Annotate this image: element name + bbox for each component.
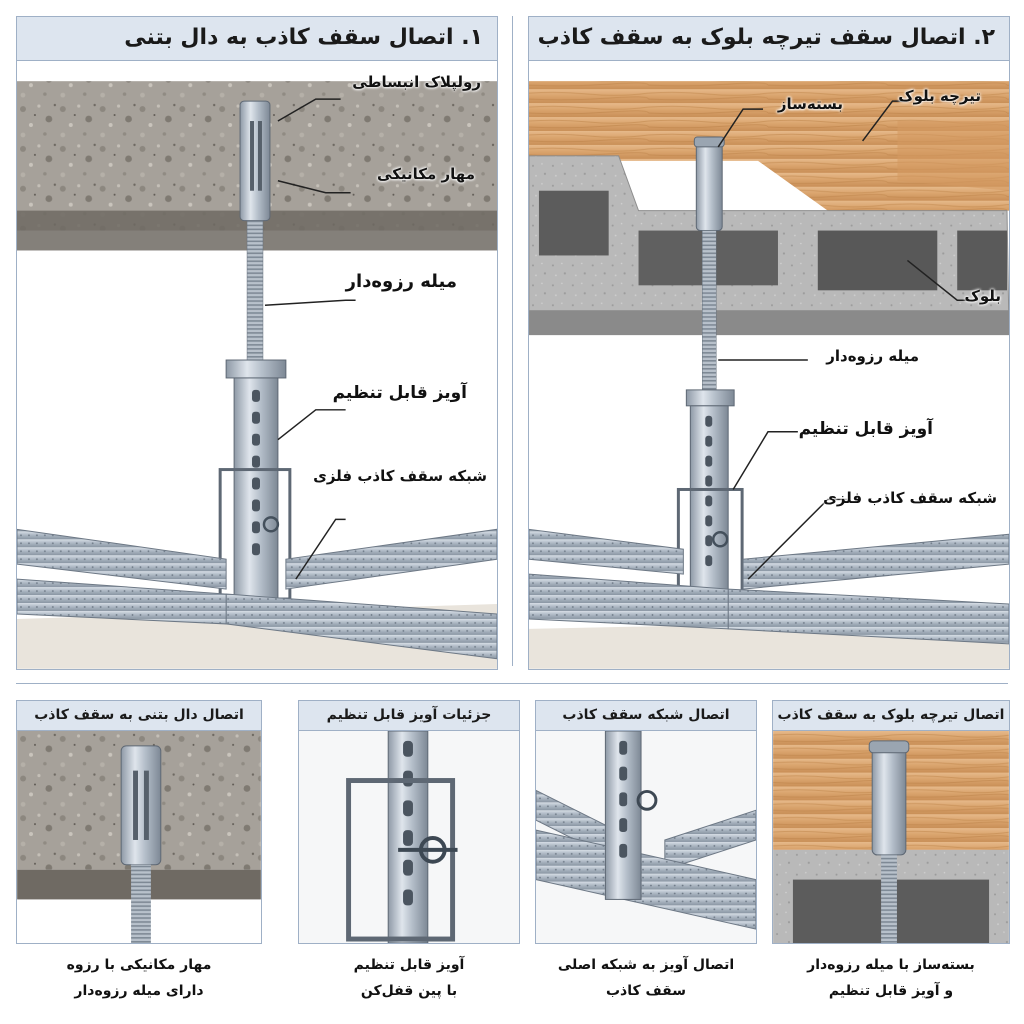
concrete-scene: رولپلاک انبساطی مهار مکانیکی میله رزوه‌د… bbox=[17, 61, 497, 669]
joist-scene: بسته‌ساز تیرچه بلوک بلوک میله رزوه‌دار آ… bbox=[529, 61, 1009, 669]
wooden-joist bbox=[529, 81, 1009, 211]
grid-rail-left bbox=[529, 528, 684, 575]
caption-adjustable-hanger: آویز قابل تنظیم با پین قفل‌کن bbox=[353, 957, 465, 999]
label-wooden-joist: تیرچه بلوک bbox=[898, 87, 981, 105]
fastener-anchor bbox=[871, 745, 907, 856]
hanger-clamp bbox=[685, 389, 735, 407]
lock-pin bbox=[262, 516, 280, 533]
threaded-rod bbox=[702, 230, 717, 411]
detail-concrete-illustration bbox=[17, 731, 261, 943]
grid-rail-left bbox=[17, 528, 227, 590]
panel-joist-block: ۲. اتصال سقف تیرچه بلوک به سقف کاذب bbox=[528, 16, 1010, 670]
grid-rail-right bbox=[285, 528, 497, 590]
detail-grid-connection: اتصال شبکه سقف کاذب bbox=[535, 700, 757, 944]
detail-hanger-title: جزئیات آویز قابل تنظیم bbox=[299, 701, 519, 731]
panel-concrete-slab: ۱. اتصال سقف کاذب به دال بتنی bbox=[16, 16, 498, 670]
label-block: بلوک bbox=[964, 287, 1001, 305]
block-void-3 bbox=[817, 230, 938, 291]
detail-concrete-title: اتصال دال بتنی به سقف کاذب bbox=[17, 701, 261, 731]
panel-joist-title: ۲. اتصال سقف تیرچه بلوک به سقف کاذب bbox=[529, 17, 1009, 61]
threaded-rod bbox=[131, 864, 151, 943]
horizontal-divider bbox=[16, 683, 1008, 684]
label-metal-grid: شبکه سقف کاذب فلزی bbox=[823, 489, 997, 507]
detail-joist-title: اتصال تیرچه بلوک به سقف کاذب bbox=[773, 701, 1009, 731]
detail-grid-illustration bbox=[536, 731, 756, 943]
grid-rail-right bbox=[742, 533, 1009, 590]
lock-pin bbox=[636, 789, 658, 811]
detail-grid-title: اتصال شبکه سقف کاذب bbox=[536, 701, 756, 731]
expansion-anchor bbox=[239, 100, 271, 222]
caption-concrete-anchor: مهار مکانیکی با رزوه دارای میله رزوه‌دار bbox=[66, 957, 212, 999]
joist-illustration bbox=[529, 81, 1009, 669]
grid-main-runner-left bbox=[17, 578, 227, 625]
threaded-rod bbox=[881, 854, 897, 943]
label-expansion-anchor: رولپلاک انبساطی bbox=[352, 73, 481, 91]
grid-main-runner-left bbox=[529, 573, 729, 630]
block-void-1 bbox=[538, 190, 609, 256]
detail-hanger-illustration bbox=[299, 731, 519, 943]
mechanical-anchor bbox=[120, 745, 162, 866]
label-threaded-rod: میله رزوه‌دار bbox=[345, 271, 457, 292]
block-underside bbox=[529, 310, 1009, 336]
caption-grid-connection: اتصال آویز به شبکه اصلی سقف کاذب bbox=[557, 957, 735, 999]
label-adjustable-hanger: آویز قابل تنظیم bbox=[798, 419, 933, 439]
label-threaded-rod: میله رزوه‌دار bbox=[826, 347, 919, 365]
fastener-anchor bbox=[695, 140, 723, 232]
hanger-clamp bbox=[225, 359, 287, 379]
lock-pin bbox=[711, 531, 729, 548]
hanger-strip bbox=[604, 731, 642, 900]
main-runner bbox=[536, 829, 756, 930]
detail-adjustable-hanger: جزئیات آویز قابل تنظیم bbox=[298, 700, 520, 944]
label-adjustable-hanger: آویز قابل تنظیم bbox=[332, 383, 467, 403]
caption-joist-fastener: بسته‌ساز با میله رزوه‌دار و آویز قابل تن… bbox=[807, 957, 975, 999]
concrete-illustration bbox=[17, 81, 497, 669]
detail-joist-fastener: اتصال تیرچه بلوک به سقف کاذب bbox=[772, 700, 1010, 944]
detail-concrete-anchor: اتصال دال بتنی به سقف کاذب bbox=[16, 700, 262, 944]
label-fastener: بسته‌ساز bbox=[777, 95, 843, 113]
label-metal-grid: شبکه سقف کاذب فلزی bbox=[313, 467, 487, 485]
panel-concrete-title: ۱. اتصال سقف کاذب به دال بتنی bbox=[17, 17, 497, 61]
label-mechanical-anchor: مهار مکانیکی bbox=[377, 165, 475, 183]
detail-joist-illustration bbox=[773, 731, 1009, 943]
vertical-divider bbox=[512, 16, 513, 666]
hanger-bracket bbox=[346, 778, 456, 942]
